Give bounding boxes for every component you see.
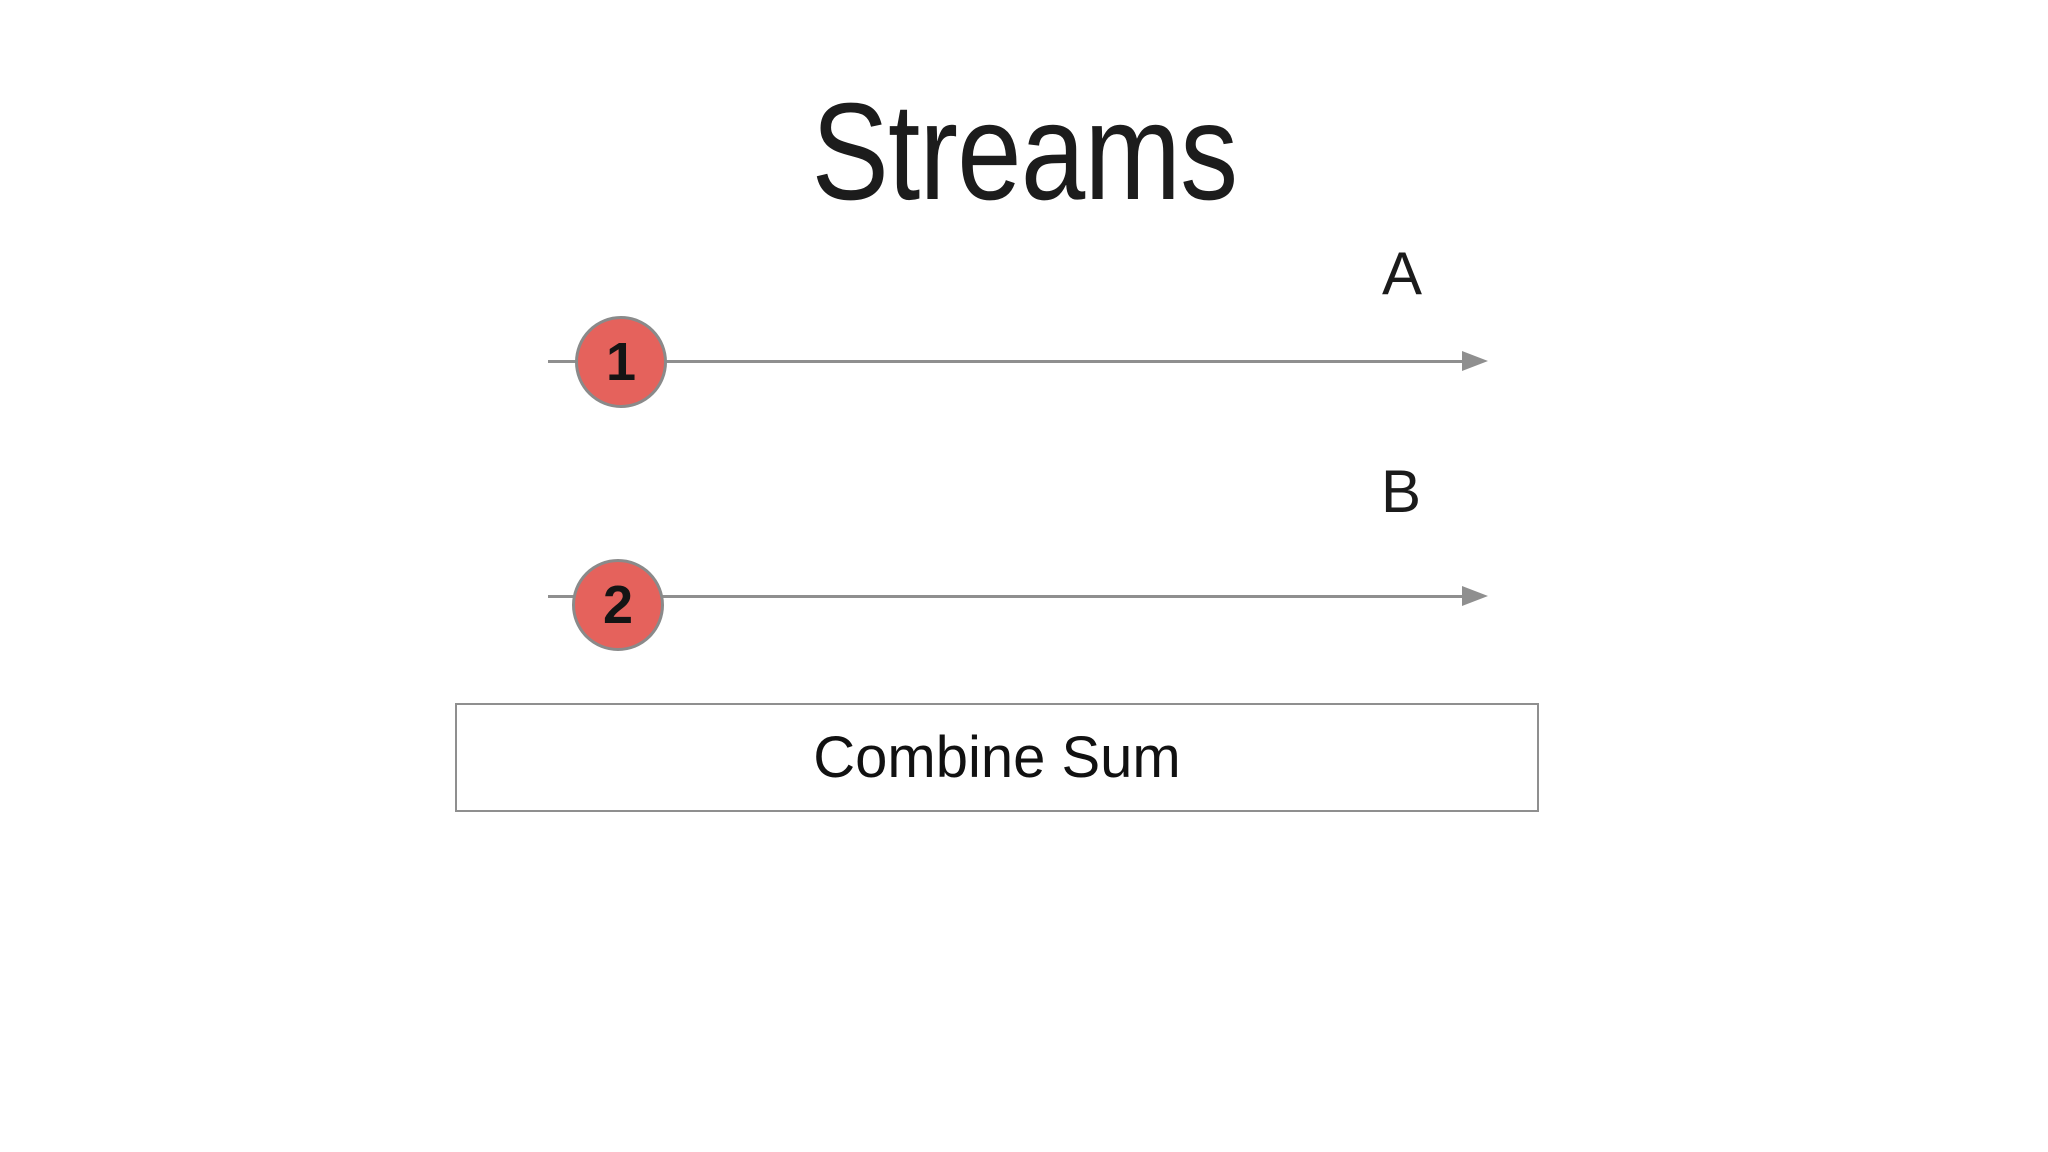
slide-title: Streams: [0, 72, 2048, 232]
stream-1-label: A: [1381, 240, 1423, 307]
stream-1-arrowhead-icon: [1462, 351, 1488, 371]
slide-title-text: Streams: [811, 75, 1238, 229]
stream-2-label: B: [1380, 458, 1422, 525]
combine-operator-label: Combine Sum: [813, 725, 1181, 790]
stream-2-timeline: [548, 595, 1464, 598]
stream-1-marble-label: 1: [605, 332, 637, 392]
stream-1-timeline: [548, 360, 1464, 363]
stream-2-arrowhead-icon: [1462, 586, 1488, 606]
stream-1-marble: 1: [575, 316, 667, 408]
stream-2-marble: 2: [572, 559, 664, 651]
combine-operator-box: Combine Sum: [455, 703, 1539, 812]
stream-2-marble-label: 2: [602, 575, 634, 635]
